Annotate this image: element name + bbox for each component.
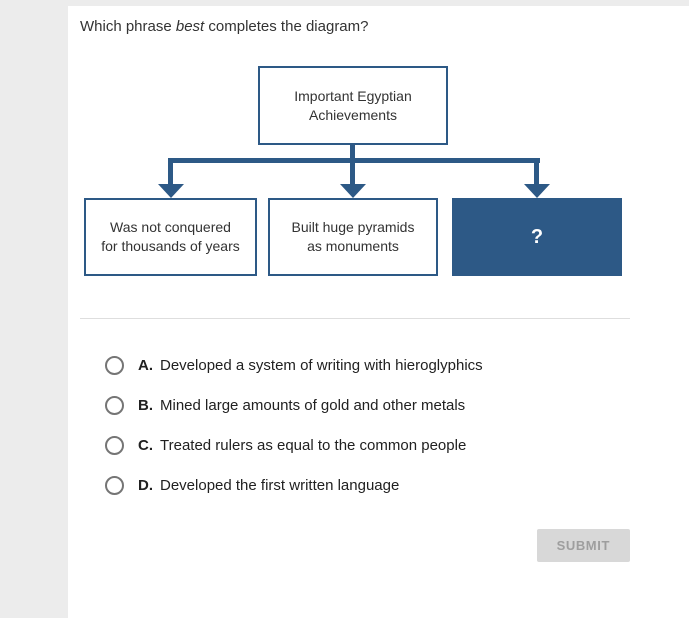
divider <box>80 318 630 319</box>
diagram-box-unknown: ? <box>452 198 622 276</box>
option-b-row[interactable]: B. Mined large amounts of gold and other… <box>105 385 689 425</box>
down-arrow-icon <box>524 184 550 198</box>
diagram-box-1: Was not conquered for thousands of years <box>84 198 257 276</box>
option-a-radio[interactable] <box>105 355 124 375</box>
question-text: Which phrase best completes the diagram? <box>68 6 689 40</box>
diagram-box-2-label: Built huge pyramids as monuments <box>291 219 415 254</box>
option-d-row[interactable]: D. Developed the first written language <box>105 465 689 505</box>
connector-line-middle <box>350 158 355 186</box>
submit-row: SUBMIT <box>68 529 630 562</box>
diagram-box-top-label: Important Egyptian Achievements <box>294 87 412 123</box>
option-b-text: Mined large amounts of gold and other me… <box>160 396 466 414</box>
diagram-box-2: Built huge pyramids as monuments <box>268 198 438 276</box>
option-d-radio[interactable] <box>105 475 124 495</box>
option-b-letter: B. <box>138 396 153 414</box>
down-arrow-icon <box>340 184 366 198</box>
question-prefix: Which phrase <box>80 18 176 35</box>
option-c-radio[interactable] <box>105 435 124 455</box>
answer-options: A. Developed a system of writing with hi… <box>68 345 689 505</box>
connector-line-right <box>534 158 539 186</box>
option-c-letter: C. <box>138 436 153 454</box>
question-panel: Which phrase best completes the diagram?… <box>68 6 689 618</box>
option-c-text: Treated rulers as equal to the common pe… <box>160 436 467 454</box>
option-a-letter: A. <box>138 356 153 374</box>
diagram-box-1-label: Was not conquered for thousands of years <box>101 219 240 254</box>
question-suffix: completes the diagram? <box>204 18 369 35</box>
option-a-row[interactable]: A. Developed a system of writing with hi… <box>105 345 689 385</box>
option-a-text: Developed a system of writing with hiero… <box>160 356 483 374</box>
option-b-radio[interactable] <box>105 395 124 415</box>
submit-button[interactable]: SUBMIT <box>536 529 630 562</box>
down-arrow-icon <box>158 184 184 198</box>
connector-line-left <box>168 158 173 186</box>
option-c-row[interactable]: C. Treated rulers as equal to the common… <box>105 425 689 465</box>
question-emphasis: best <box>175 18 205 35</box>
option-d-text: Developed the first written language <box>160 476 400 494</box>
achievements-diagram: Important Egyptian Achievements Was not … <box>68 40 689 278</box>
diagram-box-unknown-label: ? <box>530 225 544 248</box>
diagram-box-top: Important Egyptian Achievements <box>258 66 448 145</box>
option-d-letter: D. <box>138 476 153 494</box>
